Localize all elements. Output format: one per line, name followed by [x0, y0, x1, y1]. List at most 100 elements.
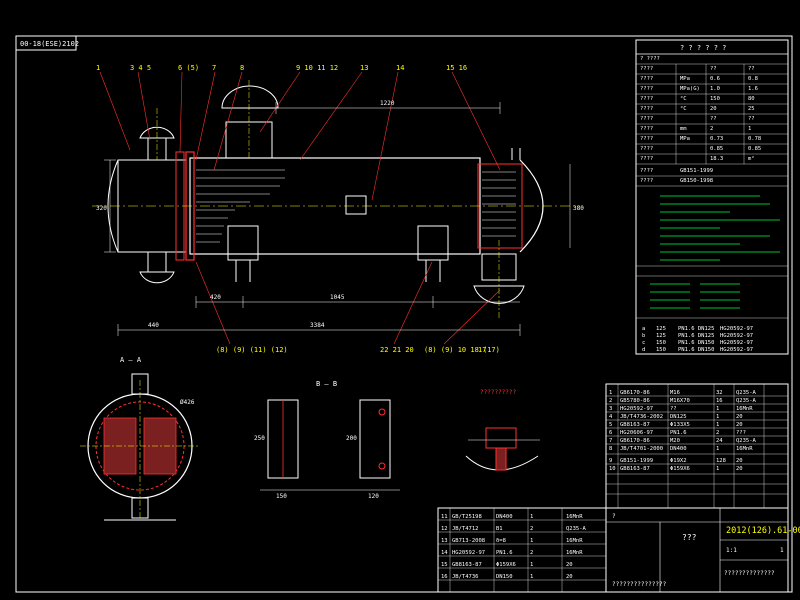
section-aa-top-nozzle — [131, 373, 149, 395]
part-cell: 1 — [609, 390, 612, 396]
detail-view: ?????????? — [465, 389, 540, 471]
spec-cell: ?? — [710, 66, 717, 72]
section-aa-bottom-nozzle — [131, 497, 149, 519]
nozzle-cell: HG20592-97 — [720, 333, 753, 339]
strip-cell: JB/T4712 — [452, 526, 479, 532]
strip-cell: GB8163-87 — [452, 562, 482, 568]
spec-cell: 2 — [710, 126, 713, 132]
title-block: 2012(126).61-00 ??? ?????????????? ? 1:1… — [605, 507, 800, 593]
part-cell: DN400 — [670, 446, 687, 452]
spec-table-frame — [635, 39, 789, 355]
spec-cell: ? ???? — [640, 56, 660, 62]
title-block-frame — [605, 507, 789, 593]
nozzle-cell: 125 — [656, 326, 666, 332]
part-cell: GB151-1999 — [620, 458, 653, 464]
section-aa-dia: Ø426 — [180, 399, 195, 406]
nozzle-cell: PN1.6 DN150 — [678, 347, 714, 353]
sheet-label: 1 — [780, 547, 784, 554]
part-cell: 1 — [716, 414, 719, 420]
callout-label: 15 16 — [446, 64, 467, 72]
callout-label: 9 10 11 12 — [296, 64, 338, 72]
part-cell: 3 — [609, 406, 612, 412]
scale-label: 1:1 — [726, 547, 737, 554]
company-line: ?????????????? — [724, 570, 775, 577]
sliding-saddle — [417, 225, 449, 261]
part-cell: HG20592-97 — [620, 406, 653, 412]
drawing-number: 2012(126).61-00 — [726, 526, 800, 536]
nozzle-cell: a — [642, 326, 645, 332]
part-cell: 20 — [736, 422, 743, 428]
strip-cell: 20 — [566, 562, 573, 568]
spec-cell: ?? — [748, 116, 755, 122]
part-cell: GB5780-86 — [620, 398, 650, 404]
spec-table-title: ? ? ? ? ? ? — [680, 44, 726, 52]
strip-cell: 14 — [441, 550, 448, 556]
fixed-saddle — [227, 225, 259, 261]
strip-cell: DN400 — [496, 514, 513, 520]
strip-cell: HG20592-97 — [452, 550, 485, 556]
part-cell: 7 — [609, 438, 612, 444]
strip-cell: PN1.6 — [496, 550, 513, 556]
spec-cell: ?? — [748, 66, 755, 72]
part-cell: HG20606-97 — [620, 430, 653, 436]
nozzle-cell: PN1.6 DN150 — [678, 340, 714, 346]
spec-cell: 0.78 — [748, 136, 761, 142]
spec-cell: ?? — [710, 116, 717, 122]
part-cell: M20 — [670, 438, 680, 444]
part-cell: ??? — [736, 430, 746, 436]
strip-cell: 15 — [441, 562, 448, 568]
dim-height-right: 380 — [573, 205, 584, 212]
part-cell: 2 — [609, 398, 612, 404]
part-cell: 16MnR — [736, 406, 753, 412]
callouts-bottom: (8) (9) (11) (12) 22 21 20 (8) (9) 10 18… — [216, 346, 500, 354]
part-cell: 8 — [609, 446, 612, 452]
floating-head-tubes — [482, 171, 516, 237]
spec-cell: 0.85 — [710, 146, 723, 152]
dim-height-left: 320 — [96, 205, 107, 212]
detail-flange — [485, 427, 517, 449]
part-cell: Q235-A — [736, 438, 757, 444]
section-aa-view: A — A Ø426 — [80, 356, 200, 521]
spec-cell: °C — [680, 106, 687, 112]
part-cell: Φ159X6 — [670, 466, 690, 472]
section-bb-dim-2: 120 — [368, 493, 379, 500]
strip-cell: JB/T4736 — [452, 574, 479, 580]
nozzle-cell: HG20592-97 — [720, 340, 753, 346]
part-cell: 16 — [716, 398, 723, 404]
part-cell: GB8163-87 — [620, 422, 650, 428]
section-bb-right-plate — [359, 399, 391, 479]
spec-cell: 150 — [710, 96, 720, 102]
spec-cell: MPa(G) — [680, 86, 700, 92]
leader-lines — [99, 71, 501, 345]
strip-cell: B1 — [496, 526, 503, 532]
part-cell: 10 — [609, 466, 616, 472]
spec-cell: ???? — [640, 126, 653, 132]
part-cell: Q235-A — [736, 398, 757, 404]
nozzle-cell: c — [642, 340, 645, 346]
spec-cell: 1 — [748, 126, 751, 132]
spec-cell: mm — [680, 126, 687, 132]
nozzle-cell: PN1.6 DN125 — [678, 326, 714, 332]
section-bb-bolt-hole — [378, 408, 386, 416]
part-cell: 32 — [716, 390, 723, 396]
parts-list-grid — [606, 384, 788, 508]
part-cell: GB8163-87 — [620, 466, 650, 472]
part-cell: 9 — [609, 458, 612, 464]
shell-top-flange — [221, 85, 279, 109]
part-cell: Φ133X5 — [670, 422, 690, 428]
dimension-lines — [104, 102, 571, 336]
spec-cell: ???? — [640, 156, 653, 162]
spec-cell: 18.3 — [710, 156, 723, 162]
spec-cell: 25 — [748, 106, 755, 112]
dim-shell: 1220 — [380, 100, 395, 107]
part-cell: 24 — [716, 438, 723, 444]
strip-cell: 1 — [530, 562, 533, 568]
section-bb-dim-3: 250 — [254, 435, 265, 442]
part-cell: 1 — [716, 422, 719, 428]
spec-cell: MPa — [680, 76, 690, 82]
part-cell: JB/T4736-2002 — [620, 414, 663, 420]
callout-label: 13 — [360, 64, 368, 72]
strip-cell: 2 — [530, 550, 533, 556]
part-cell: 1 — [716, 466, 719, 472]
spec-cell: 0.85 — [748, 146, 761, 152]
